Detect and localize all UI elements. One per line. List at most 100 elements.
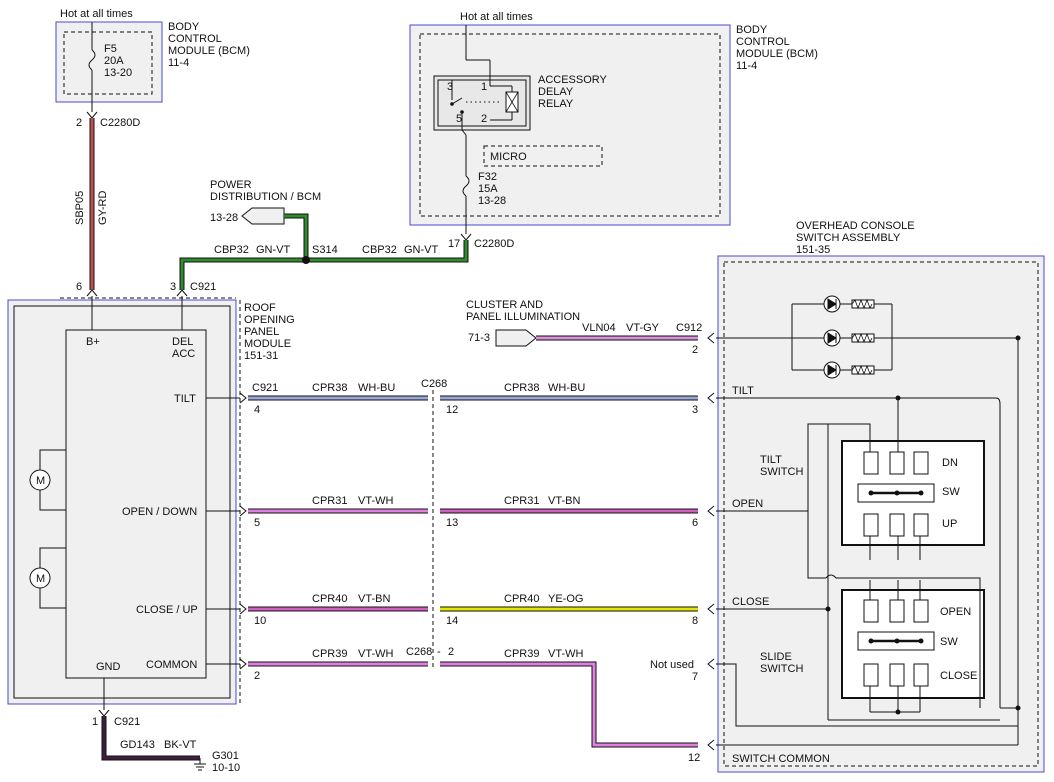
cpr38-left-color: WH-BU bbox=[358, 382, 395, 394]
cpr40-right-label: CPR40 bbox=[504, 593, 539, 605]
power-dist-ref: 13-28 bbox=[210, 212, 238, 224]
cluster-connector-c912: C912 bbox=[676, 322, 702, 334]
roof-pin-bplus: 6 bbox=[76, 281, 82, 293]
relay-pin-5: 5 bbox=[456, 113, 462, 125]
roof-connector-c921: C921 bbox=[190, 281, 216, 293]
c268-pin-close: 14 bbox=[446, 615, 458, 627]
overhead-title-3: 151-35 bbox=[796, 244, 830, 256]
roof-del-label: DEL bbox=[172, 336, 193, 348]
fuse-f5-rating: 20A bbox=[104, 55, 124, 67]
switch-common-label: SWITCH COMMON bbox=[732, 753, 830, 765]
slide-switch-label-1: SLIDE bbox=[760, 651, 792, 663]
roof-bplus-label: B+ bbox=[86, 336, 100, 348]
roof-title-2: OPENING bbox=[244, 314, 295, 326]
slide-pos-close: CLOSE bbox=[940, 670, 977, 682]
fuse-f32-icon bbox=[462, 175, 470, 197]
roof-close-up-label: CLOSE / UP bbox=[136, 604, 198, 616]
fuse-f5-icon bbox=[88, 49, 96, 71]
cpr38-left-label: CPR38 bbox=[312, 382, 347, 394]
c921-pin-tilt: 4 bbox=[254, 404, 260, 416]
led-2-icon bbox=[823, 329, 892, 347]
fuse-f32-rating: 15A bbox=[478, 183, 498, 195]
cbp32-left-label: CBP32 bbox=[214, 244, 249, 256]
bcm-left-title-1: BODY bbox=[168, 21, 200, 33]
motor-2-icon bbox=[29, 567, 51, 589]
roof-acc-label: ACC bbox=[172, 348, 195, 360]
wire-sbp05: SBP05 GY-RD bbox=[74, 118, 109, 297]
micro-box bbox=[483, 145, 603, 167]
bcm-right-connector: C2280D bbox=[474, 238, 514, 250]
bcm-left-hot: Hot at all times bbox=[60, 8, 133, 20]
ground-g301-label: G301 bbox=[212, 750, 239, 762]
cpr40-left-label: CPR40 bbox=[312, 593, 347, 605]
bcm-right: Hot at all times BODY CONTROL MODULE (BC… bbox=[409, 11, 818, 250]
c921-pin-gnd: 1 bbox=[92, 716, 98, 728]
roof-title-3: PANEL bbox=[244, 326, 279, 338]
slide-pos-open: OPEN bbox=[940, 606, 971, 618]
cpr31-right-color: VT-BN bbox=[548, 495, 580, 507]
roof-tilt-label: TILT bbox=[174, 393, 196, 405]
tilt-pos-up: UP bbox=[942, 518, 957, 530]
roof-open-down-label: OPEN / DOWN bbox=[122, 506, 197, 518]
overhead-open-label: OPEN bbox=[732, 498, 763, 510]
cluster-title-2: PANEL ILLUMINATION bbox=[466, 311, 580, 323]
cpr31-left-color: VT-WH bbox=[358, 495, 393, 507]
cbp32-right-color: GN-VT bbox=[404, 244, 439, 256]
fuse-f5-name: F5 bbox=[104, 43, 117, 55]
c921-pin-close: 10 bbox=[254, 615, 266, 627]
slide-pos-sw: SW bbox=[940, 636, 958, 648]
fuse-f32-ref: 13-28 bbox=[478, 195, 506, 207]
c921-label: C921 bbox=[252, 382, 278, 394]
relay-pin-1: 1 bbox=[481, 81, 487, 93]
tilt-switch-label-2: SWITCH bbox=[760, 466, 803, 478]
c268-label: C268 bbox=[421, 378, 447, 390]
slide-switch-label-2: SWITCH bbox=[760, 663, 803, 675]
vln04-label: VLN04 bbox=[582, 322, 616, 334]
splice-s314-dot bbox=[302, 256, 310, 264]
overhead-title-1: OVERHEAD CONSOLE bbox=[796, 220, 915, 232]
bcm-left-title-2: CONTROL bbox=[168, 33, 222, 45]
tilt-pos-sw: SW bbox=[942, 486, 960, 498]
c921-pin-open: 5 bbox=[254, 517, 260, 529]
wire-cpr31: 5 CPR31 VT-WH 13 CPR31 VT-BN 6 bbox=[239, 495, 698, 529]
c921-pin-common: 2 bbox=[254, 670, 260, 682]
overhead-title-2: SWITCH ASSEMBLY bbox=[796, 232, 901, 244]
cpr40-right-color: YE-OG bbox=[548, 593, 583, 605]
roof-title-1: ROOF bbox=[244, 302, 276, 314]
cluster-connector-icon bbox=[495, 329, 537, 347]
bcm-right-hot: Hot at all times bbox=[460, 11, 533, 23]
roof-pin-delacc: 3 bbox=[170, 281, 176, 293]
c268-common-dash: - bbox=[437, 646, 441, 658]
cpr38-right-color: WH-BU bbox=[548, 382, 585, 394]
bcm-left: Hot at all times BODY CONTROL MODULE (BC… bbox=[55, 8, 250, 129]
power-dist-connector-icon bbox=[241, 207, 285, 225]
bcm-right-title-2: CONTROL bbox=[736, 36, 790, 48]
connector-arrow-icon bbox=[86, 111, 98, 119]
power-dist-title-2: DISTRIBUTION / BCM bbox=[210, 191, 321, 203]
cluster-ref: 71-3 bbox=[468, 332, 490, 344]
cpr38-right-label: CPR38 bbox=[504, 382, 539, 394]
relay-label-2: DELAY bbox=[538, 86, 574, 98]
bcm-right-title-4: 11-4 bbox=[736, 60, 757, 72]
motor-1-icon bbox=[29, 469, 51, 491]
cpr39-left-color: VT-WH bbox=[358, 648, 393, 660]
power-dist-title-1: POWER bbox=[210, 179, 252, 191]
c268-common-label: C268 bbox=[406, 646, 432, 658]
c268-pin-tilt: 12 bbox=[446, 404, 458, 416]
not-used-label: Not used bbox=[650, 659, 694, 671]
overhead-pin-close: 8 bbox=[692, 615, 698, 627]
tilt-switch-label-1: TILT bbox=[760, 454, 782, 466]
bcm-left-title-4: 11-4 bbox=[168, 57, 189, 69]
cluster-title-1: CLUSTER AND bbox=[466, 299, 543, 311]
motor-2-label: M bbox=[36, 573, 45, 585]
wire-cpr38: C921 4 CPR38 WH-BU C268 12 CPR38 WH-BU 3 bbox=[239, 378, 698, 416]
relay-pin-3: 3 bbox=[447, 81, 453, 93]
cpr31-left-label: CPR31 bbox=[312, 495, 347, 507]
overhead-pin-tilt: 3 bbox=[692, 404, 698, 416]
cpr39-right-label: CPR39 bbox=[504, 648, 539, 660]
roof-common-label: COMMON bbox=[146, 659, 197, 671]
cpr31-right-label: CPR31 bbox=[504, 495, 539, 507]
cbp32-right-label: CBP32 bbox=[362, 244, 397, 256]
led-1-icon bbox=[823, 295, 892, 313]
c921-gnd-label: C921 bbox=[114, 716, 140, 728]
